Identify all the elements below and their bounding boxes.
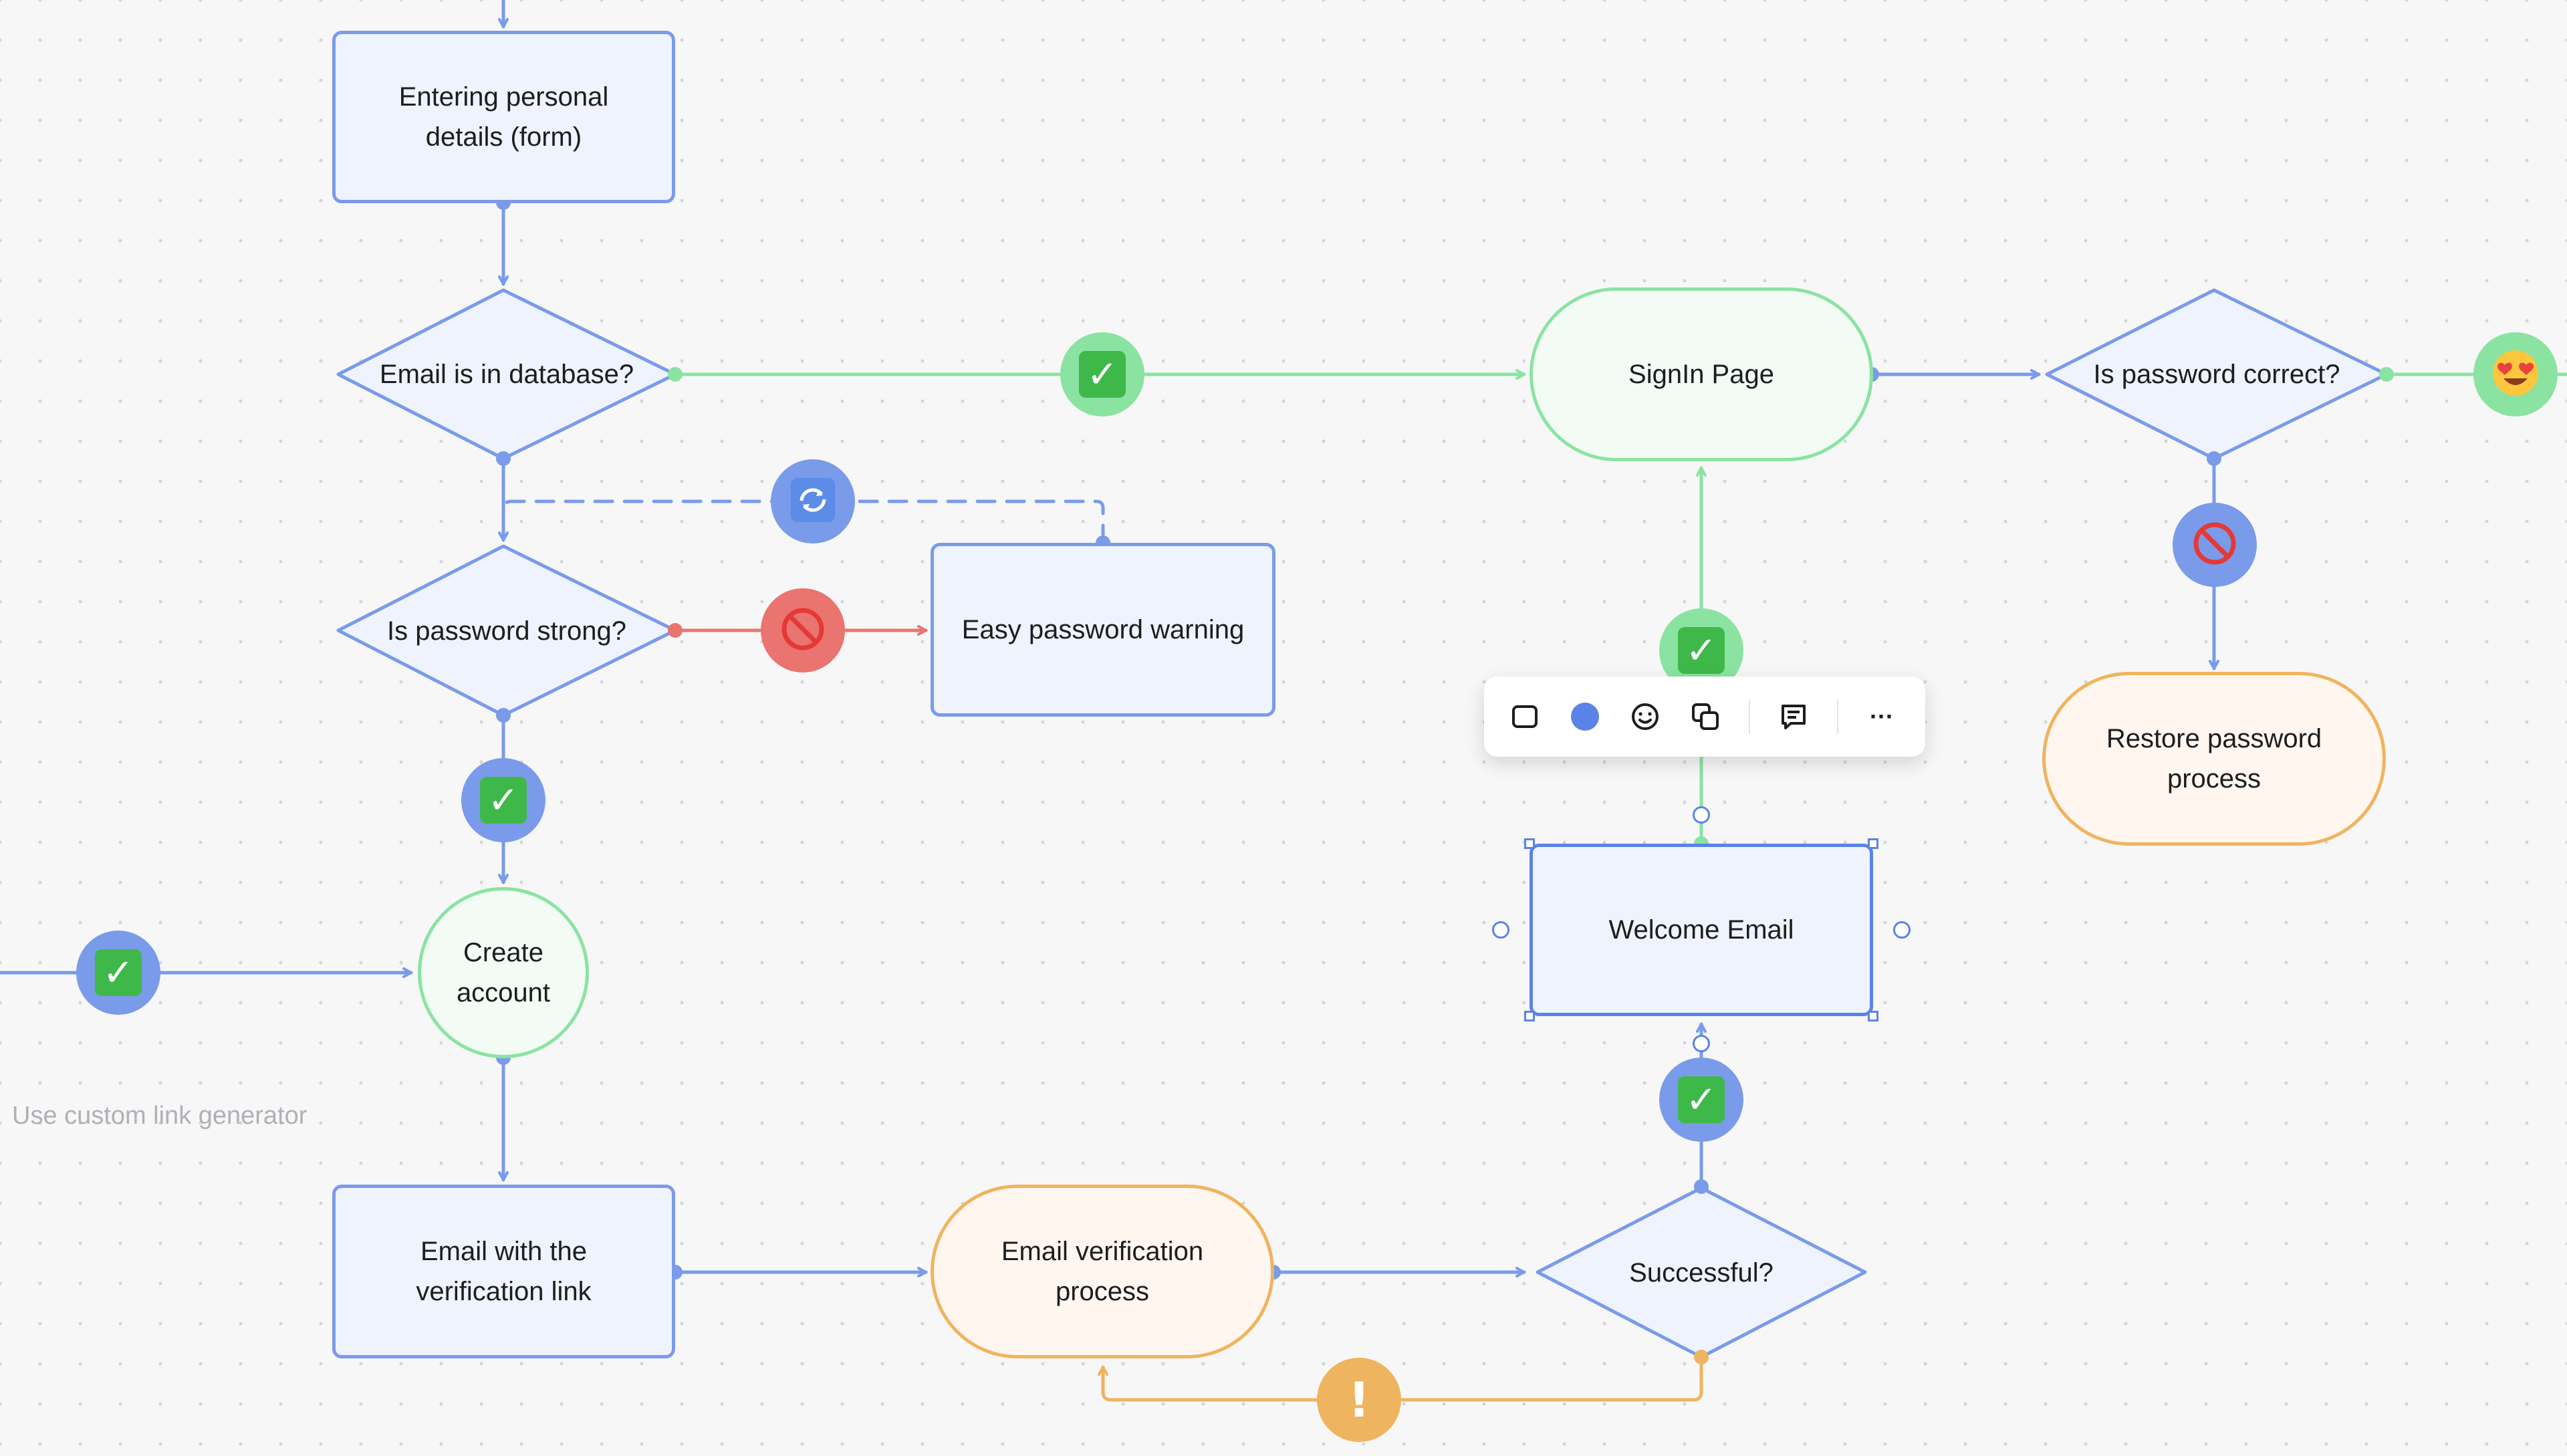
check-badge: ✓ <box>461 758 545 842</box>
node-label: Welcome Email <box>1608 915 1794 945</box>
node-password-strong[interactable]: Is password strong? <box>338 546 675 715</box>
check-badge: ✓ <box>1060 332 1144 416</box>
refresh-icon <box>789 477 836 527</box>
exclamation-icon: ! <box>1348 1372 1370 1428</box>
node-label: Restore password process <box>2106 724 2322 794</box>
check-icon: ✓ <box>95 949 142 996</box>
edge-successful-to-verification-loop <box>1098 1355 1703 1402</box>
no-entry-icon <box>779 606 826 656</box>
node-label: Create account <box>456 938 551 1007</box>
connector-handle-left[interactable] <box>1492 921 1509 939</box>
color-dot-icon[interactable] <box>1568 698 1602 735</box>
more-icon[interactable]: ··· <box>1865 698 1899 735</box>
connector-handle-bottom[interactable] <box>1693 1035 1710 1052</box>
node-label: Email with the verification link <box>416 1237 592 1306</box>
duplicate-icon[interactable] <box>1689 698 1722 735</box>
node-entering-personal-details[interactable]: Entering personal details (form) <box>332 31 675 203</box>
emoji-icon[interactable] <box>1628 698 1662 735</box>
node-label: Entering personal details (form) <box>398 82 609 152</box>
node-easy-password-warning[interactable]: Easy password warning <box>931 543 1275 717</box>
node-email-in-database[interactable]: Email is in database? <box>338 290 675 459</box>
toolbar-separator <box>1749 699 1751 734</box>
love-emoji-icon <box>2490 348 2541 401</box>
warning-badge: ! <box>1317 1358 1401 1442</box>
node-label: Email verification process <box>1001 1237 1204 1306</box>
check-icon: ✓ <box>1678 1076 1725 1123</box>
no-badge <box>2173 503 2257 587</box>
resize-handle-bottom-left[interactable] <box>1524 1011 1535 1021</box>
node-label: Email is in database? <box>379 360 634 389</box>
custom-link-hint: Use custom link generator <box>12 1102 308 1130</box>
node-create-account[interactable]: Create account <box>418 887 589 1058</box>
node-signin-page[interactable]: SignIn Page <box>1530 287 1873 461</box>
connector-handle-top[interactable] <box>1693 806 1710 824</box>
node-label: Is password strong? <box>387 616 626 646</box>
comment-icon[interactable] <box>1777 698 1810 735</box>
connector-handle-right[interactable] <box>1893 921 1911 939</box>
resize-handle-top-right[interactable] <box>1868 838 1878 849</box>
node-password-correct[interactable]: Is password correct? <box>2047 290 2387 459</box>
check-badge: ✓ <box>76 931 160 1015</box>
node-label: SignIn Page <box>1628 360 1774 389</box>
check-icon: ✓ <box>1079 351 1126 398</box>
node-label: Is password correct? <box>2093 360 2340 389</box>
node-email-verification-link[interactable]: Email with the verification link <box>332 1185 675 1358</box>
node-restore-password[interactable]: Restore password process <box>2042 672 2386 846</box>
node-email-verification-process[interactable]: Email verification process <box>931 1185 1274 1358</box>
toolbar-separator <box>1837 699 1838 734</box>
resize-handle-bottom-right[interactable] <box>1868 1011 1878 1021</box>
resize-handle-top-left[interactable] <box>1524 838 1535 849</box>
square-shape-icon[interactable] <box>1508 698 1542 735</box>
refresh-badge <box>771 459 855 543</box>
node-label: Successful? <box>1629 1257 1774 1288</box>
more-label: ··· <box>1870 703 1894 730</box>
no-badge <box>761 588 845 673</box>
check-badge <box>2473 332 2558 416</box>
node-welcome-email[interactable]: Welcome Email <box>1530 844 1873 1016</box>
node-label: Easy password warning <box>961 615 1245 644</box>
check-icon: ✓ <box>1678 627 1725 674</box>
floating-toolbar: ··· <box>1484 677 1925 757</box>
node-successful[interactable]: Successful? <box>1538 1188 1865 1357</box>
check-badge: ✓ <box>1659 1058 1743 1142</box>
no-entry-icon <box>2191 520 2238 570</box>
check-icon: ✓ <box>480 777 527 824</box>
